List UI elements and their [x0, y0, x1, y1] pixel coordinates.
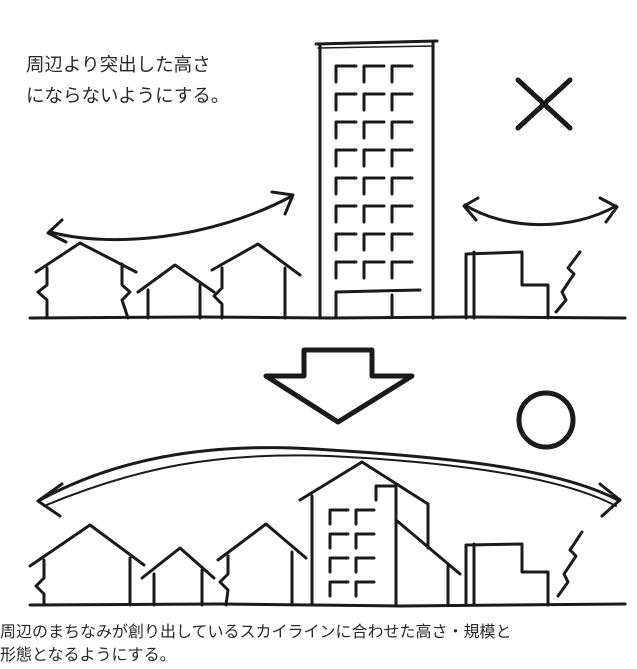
house-bottom-1: [28, 523, 146, 607]
window-mark: [328, 532, 350, 550]
skyline-arrow-top-right: [462, 196, 619, 227]
window-mark: [362, 148, 386, 168]
window-mark: [354, 556, 376, 574]
building-top-right: [464, 250, 582, 320]
x-mark: [515, 77, 573, 131]
window-mark: [362, 176, 386, 196]
window-mark: [362, 260, 386, 280]
caption-bad-example: 周辺より突出した高さ にならないようにする。: [26, 50, 276, 112]
skyline-arrow-top-left: [46, 190, 295, 244]
caption-bad-line-1: 周辺より突出した高さ: [26, 55, 211, 76]
scene-bad: [28, 39, 627, 320]
tall-tower: [314, 39, 439, 320]
window-mark: [362, 204, 386, 224]
window-mark: [390, 120, 414, 140]
window-mark: [334, 120, 358, 140]
window-mark: [334, 176, 358, 196]
window-mark: [328, 556, 350, 574]
window-mark: [328, 508, 350, 526]
window-mark: [334, 92, 358, 112]
skyline-arrow-bottom: [36, 446, 622, 518]
window-mark: [362, 64, 386, 84]
building-bottom-right: [464, 530, 584, 607]
window-mark: [362, 120, 386, 140]
caption-bad-line-2: にならないようにする。: [26, 86, 230, 107]
window-mark: [390, 64, 414, 84]
house-bottom-3: [216, 522, 308, 607]
caption-good-line-2: 形態となるようにする。: [0, 645, 176, 664]
window-mark: [354, 508, 376, 526]
window-mark: [390, 176, 414, 196]
window-mark: [362, 232, 386, 252]
house-top-3: [210, 242, 302, 320]
window-mark: [334, 204, 358, 224]
house-top-1: [34, 241, 138, 320]
window-mark: [390, 148, 414, 168]
caption-good-line-1: 周辺のまちなみが創り出しているスカイラインに合わせた高さ・規模と: [0, 622, 512, 641]
window-mark: [334, 64, 358, 84]
window-mark: [390, 260, 414, 280]
window-mark: [390, 92, 414, 112]
house-top-2: [136, 263, 216, 320]
window-mark: [354, 580, 376, 598]
midrise-building: [298, 460, 462, 607]
window-mark: [390, 204, 414, 224]
transition-arrow: [263, 347, 415, 425]
ground-line-bottom: [28, 602, 627, 608]
circle-mark: [516, 390, 576, 450]
caption-good-example: 周辺のまちなみが創り出しているスカイラインに合わせた高さ・規模と 形態となるよう…: [0, 620, 637, 666]
window-mark: [334, 260, 358, 280]
scene-good: [28, 446, 627, 608]
window-mark: [354, 532, 376, 550]
window-mark: [334, 148, 358, 168]
window-mark: [390, 232, 414, 252]
window-mark: [334, 232, 358, 252]
house-bottom-2: [140, 546, 216, 607]
tower-windows: [334, 64, 414, 280]
window-mark: [374, 484, 396, 502]
ground-line-top: [28, 315, 627, 320]
window-mark: [328, 580, 350, 598]
midrise-windows: [328, 484, 396, 598]
window-mark: [362, 92, 386, 112]
